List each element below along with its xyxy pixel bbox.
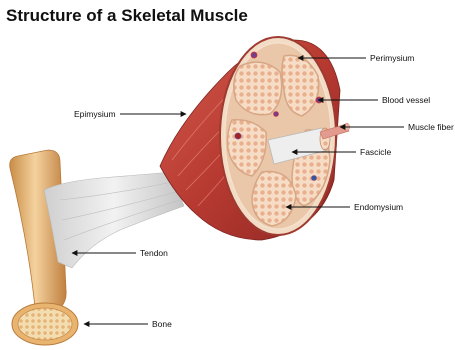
- muscle-fiber-label: Muscle fiber: [408, 122, 454, 132]
- endomysium-label: Endomysium: [354, 202, 403, 212]
- fascicle-bundle: [234, 62, 282, 115]
- blood-vessel: [235, 133, 241, 139]
- bone-label: Bone: [152, 319, 172, 329]
- tendon-label: Tendon: [140, 248, 168, 258]
- blood-vessel: [274, 112, 279, 117]
- blood-vessel-label: Blood vessel: [382, 95, 430, 105]
- perimysium-label: Perimysium: [370, 53, 414, 63]
- epimysium-label: Epimysium: [74, 109, 116, 119]
- blood-vessel: [312, 176, 317, 181]
- fascicle-label: Fascicle: [360, 147, 391, 157]
- blood-vessel: [251, 52, 257, 58]
